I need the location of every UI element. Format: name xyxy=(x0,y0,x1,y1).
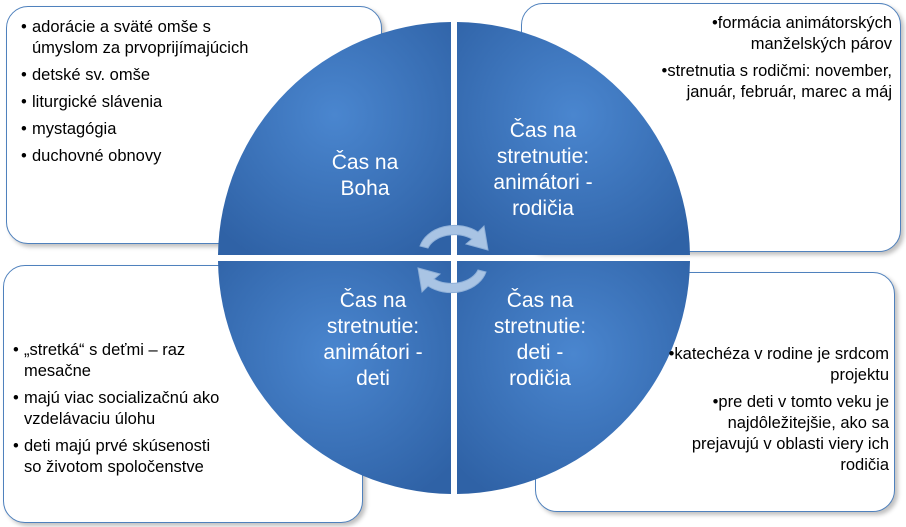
list-item: pre deti v tomto veku je najdôležitejšie… xyxy=(659,392,889,476)
bullet-list-bottom-right: katechéza v rodine je srdcom projektu pr… xyxy=(659,344,889,482)
bullet-list-top-right: formácia animátorských manželských párov… xyxy=(642,13,892,109)
list-item: adorácie a sväté omše s úmyslom za prvop… xyxy=(21,17,251,59)
list-item: „stretká“ s deťmi – raz mesačne xyxy=(13,340,223,382)
quadrant-label-line: stretnutie: xyxy=(496,145,590,168)
quadrant-label-line: Čas na xyxy=(339,289,407,312)
quadrant-label-line: stretnutie: xyxy=(326,315,420,338)
list-item: mystagógia xyxy=(21,119,251,140)
quadrant-bottom-left xyxy=(218,261,451,494)
quadrant-label-line: stretnutie: xyxy=(493,315,587,338)
quadrant-label-line: rodičia xyxy=(509,367,571,390)
quadrant-label-line: animátori - xyxy=(323,341,423,364)
quadrant-label-line: rodičia xyxy=(512,197,574,220)
quadrant-bottom-right xyxy=(457,261,690,494)
quadrant-label-line: Čas na xyxy=(331,151,399,174)
list-item: detské sv. omše xyxy=(21,65,251,86)
quadrant-label-line: Čas na xyxy=(506,289,574,312)
quadrant-top-right xyxy=(457,22,690,255)
list-item: formácia animátorských manželských párov xyxy=(642,13,892,55)
quadrant-label-line: Čas na xyxy=(509,119,577,142)
list-item: liturgické slávenia xyxy=(21,92,251,113)
list-item: katechéza v rodine je srdcom projektu xyxy=(659,344,889,386)
circular-arrows-icon xyxy=(417,224,489,294)
list-item: duchovné obnovy xyxy=(21,146,251,167)
bullet-list-top-left: adorácie a sväté omše s úmyslom za prvop… xyxy=(21,17,251,173)
quadrant-label-top-left: Čas na Boha xyxy=(300,150,430,202)
quadrant-label-bottom-right: Čas na stretnutie: deti - rodičia xyxy=(465,288,615,392)
list-item: stretnutia s rodičmi: november, január, … xyxy=(642,61,892,103)
quadrant-label-top-right: Čas na stretnutie: animátori - rodičia xyxy=(468,118,618,222)
quadrant-label-bottom-left: Čas na stretnutie: animátori - deti xyxy=(298,288,448,392)
quadrant-label-line: deti xyxy=(356,367,390,390)
quadrant-label-line: animátori - xyxy=(493,171,593,194)
list-item: majú viac socializačnú ako vzdelávaciu ú… xyxy=(13,388,223,430)
quadrant-top-left xyxy=(218,22,451,255)
bullet-list-bottom-left: „stretká“ s deťmi – raz mesačne majú via… xyxy=(13,340,223,484)
quadrant-label-line: Boha xyxy=(340,177,390,200)
quadrant-label-line: deti - xyxy=(516,341,564,364)
list-item: deti majú prvé skúsenosti so životom spo… xyxy=(13,436,223,478)
